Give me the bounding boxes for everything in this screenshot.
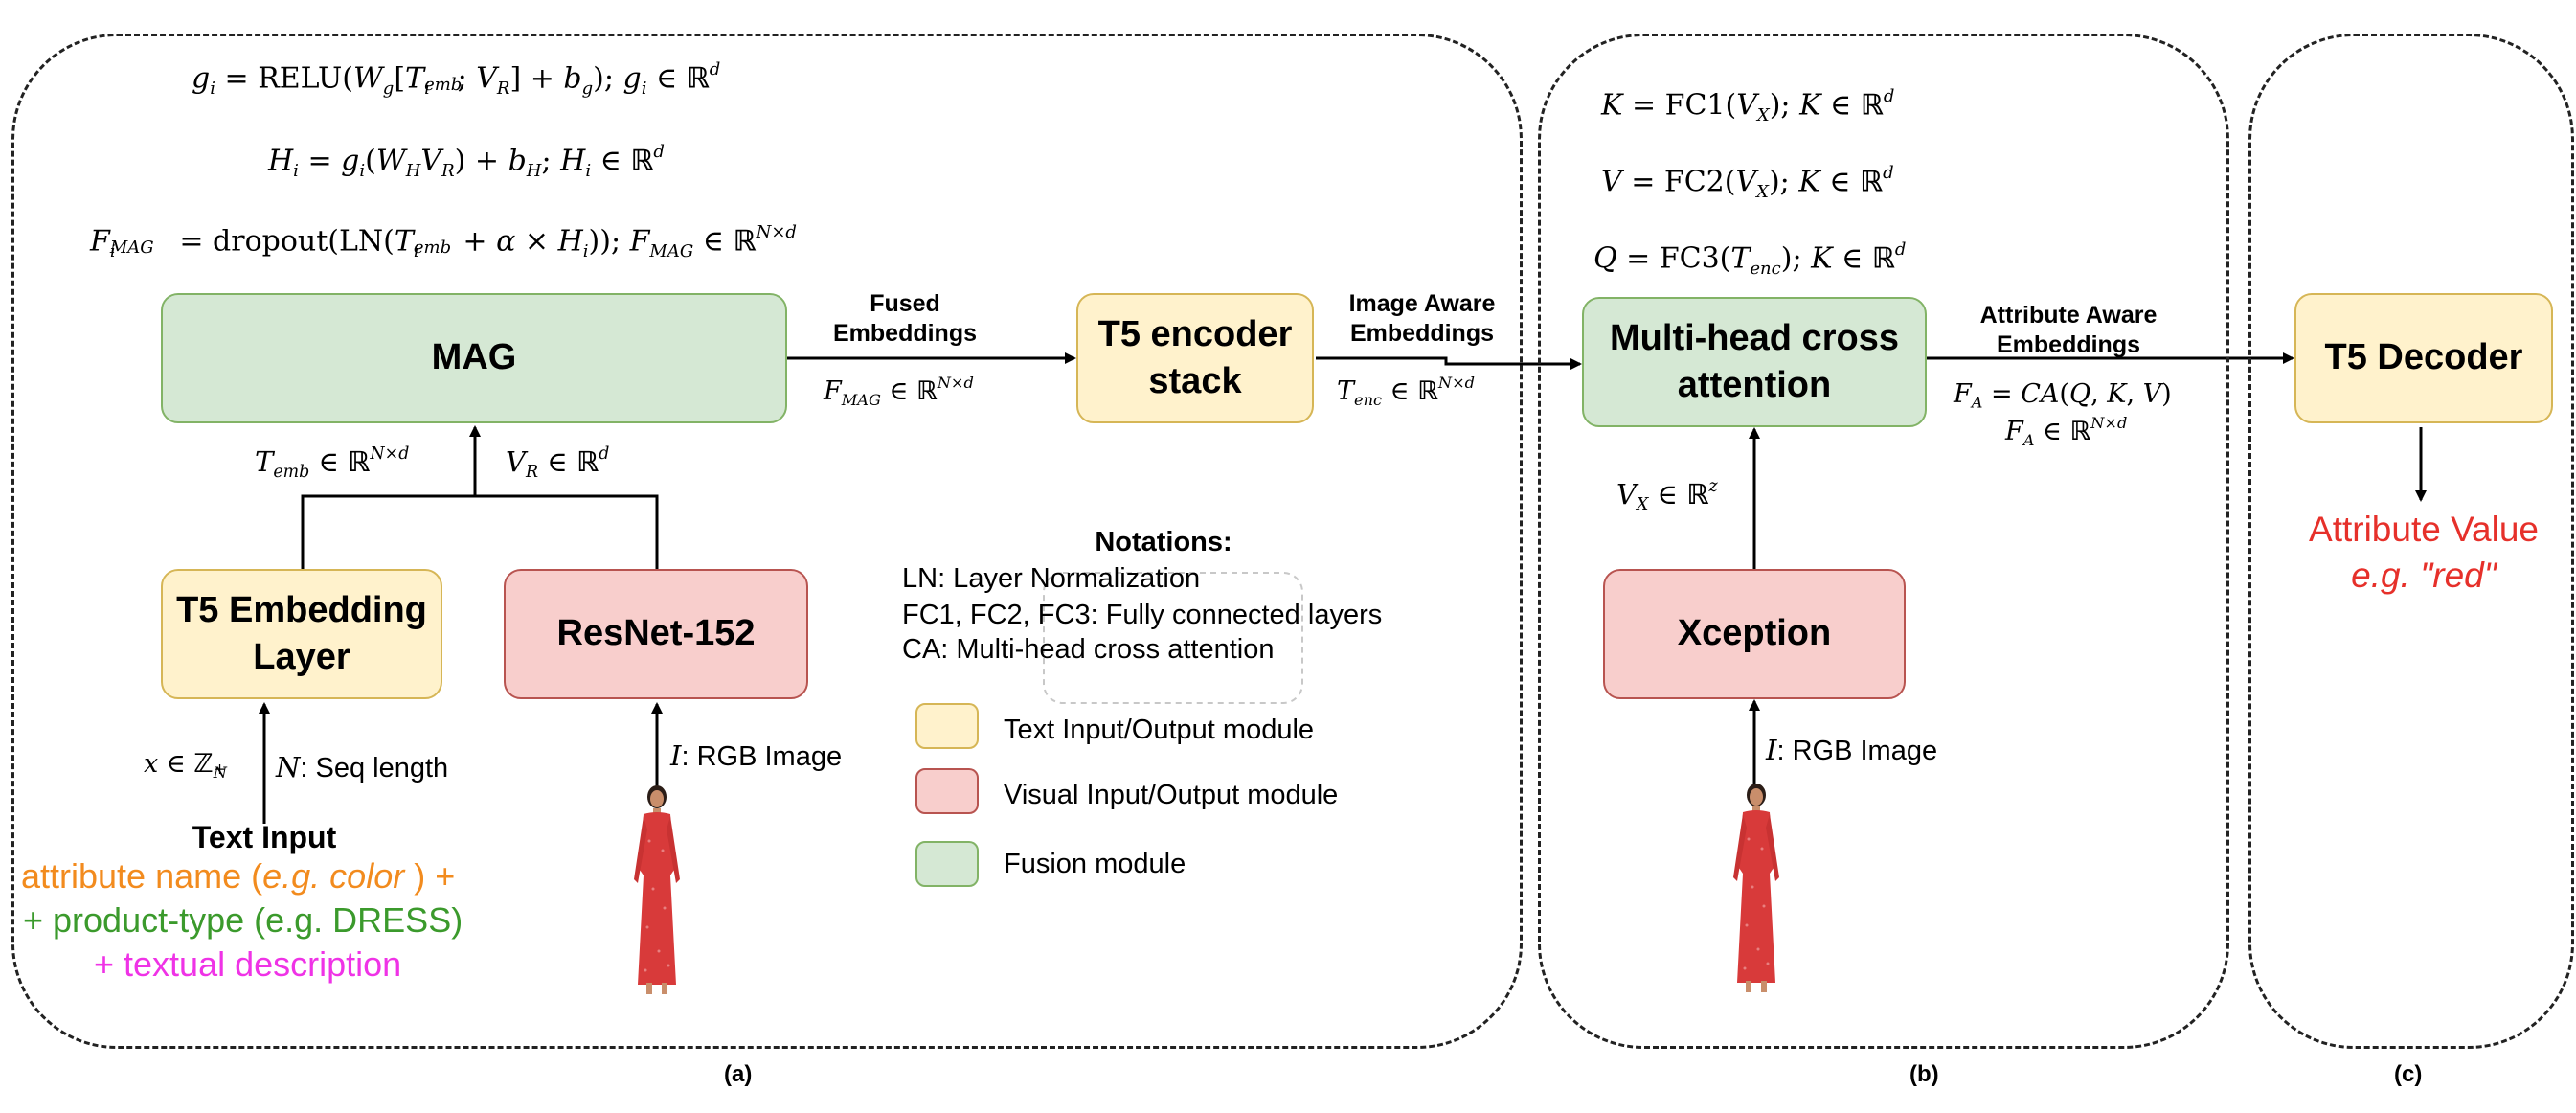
f-a-equation: FA = CA(Q, K, V) <box>1954 379 2172 412</box>
xception-box: Xception <box>1603 569 1906 699</box>
v-r-dim: VR ∈ ℝd <box>506 444 610 483</box>
equation-q: Q = FC3(Tenc); K ∈ ℝd <box>1593 239 1907 279</box>
attr-name-a: attribute name ( <box>21 856 263 896</box>
resnet-box: ResNet-152 <box>504 569 808 699</box>
rgb-image-label-b: I: RGB Image <box>1766 734 1938 766</box>
attr-name-italic: e.g. color <box>262 856 405 896</box>
cross-attention-box: Multi-head cross attention <box>1582 297 1927 427</box>
t5-embedding-label-1: T5 Embedding <box>176 589 427 630</box>
arrow-encoder-to-attention <box>1316 356 1582 370</box>
t5-decoder-label: T5 Decoder <box>2324 337 2523 378</box>
notation-ghost-box <box>1043 572 1303 704</box>
mag-box: MAG <box>161 293 787 423</box>
fused-label-line1: Fused <box>870 290 940 317</box>
cross-attention-label-2: attention <box>1677 365 1832 405</box>
f-a-dim: FA ∈ ℝN×d <box>2005 414 2128 449</box>
legend-label-visual-io: Visual Input/Output module <box>1004 780 1339 810</box>
legend-swatch-visual-io <box>915 768 979 814</box>
caption-b: (b) <box>1909 1061 1939 1087</box>
text-input-line3: + textual description <box>94 944 402 984</box>
t5-encoder-label-1: T5 encoder <box>1097 313 1293 354</box>
legend-label-fusion: Fusion module <box>1004 849 1186 879</box>
rgb-text-b: : RGB Image <box>1776 736 1938 766</box>
resnet-label: ResNet-152 <box>556 613 756 654</box>
notation-line-2: FC1, FC2, FC3: Fully connected layers <box>902 600 1383 630</box>
product-image-b <box>1733 784 1779 992</box>
t-emb-dim: Temb ∈ ℝN×d <box>255 444 410 483</box>
seq-length-label: N: Seq length <box>276 751 449 784</box>
text-input-line2: + product-type (e.g. DRESS) <box>23 900 463 940</box>
equation-h: Hi = gi(WHVR) + bH; Hi ∈ ℝd <box>268 142 665 181</box>
fused-label-line2: Embeddings <box>832 320 977 348</box>
v-x-dim: VX ∈ ℝz <box>1616 477 1718 515</box>
legend-swatch-text-io <box>915 703 979 749</box>
caption-a: (a) <box>724 1061 753 1087</box>
attr-name-b: ) + <box>404 856 456 896</box>
rgb-text-a: : RGB Image <box>681 741 843 772</box>
image-aware-embeddings-label: Image Aware Embeddings <box>1331 289 1513 350</box>
notation-line-3: CA: Multi-head cross attention <box>902 634 1275 665</box>
product-image-a <box>634 785 680 994</box>
connector-embedding <box>301 494 475 569</box>
cross-attention-label-1: Multi-head cross <box>1610 317 1899 358</box>
output-example: e.g. "red" <box>2351 556 2497 595</box>
t5-embedding-box: T5 Embedding Layer <box>161 569 442 699</box>
panel-a <box>11 34 1523 1049</box>
rgb-image-label-a: I: RGB Image <box>670 739 843 772</box>
fused-embeddings-label: Fused Embeddings <box>814 289 996 350</box>
image-aware-line1: Image Aware <box>1348 290 1496 317</box>
t5-encoder-label-2: stack <box>1148 361 1242 401</box>
attribute-aware-embeddings-label: Attribute Aware Embeddings <box>1954 301 2183 361</box>
attribute-aware-line2: Embeddings <box>1996 331 2140 359</box>
seq-length-text: : Seq length <box>300 753 449 784</box>
t-enc-dim: Tenc ∈ ℝN×d <box>1337 374 1476 409</box>
equation-k: K = FC1(VX); K ∈ ℝd <box>1601 86 1895 125</box>
image-aware-line2: Embeddings <box>1349 320 1494 348</box>
t5-encoder-box: T5 encoder stack <box>1076 293 1314 423</box>
panel-b <box>1538 34 2229 1049</box>
legend-label-text-io: Text Input/Output module <box>1004 715 1315 745</box>
xception-label: Xception <box>1677 613 1832 654</box>
output-title: Attribute Value <box>2309 510 2539 549</box>
notations-title: Notations: <box>1095 527 1232 557</box>
attribute-aware-line1: Attribute Aware <box>1979 302 2158 329</box>
legend-swatch-fusion <box>915 841 979 887</box>
mag-label: MAG <box>431 337 517 378</box>
f-mag-dim: FMAG ∈ ℝN×d <box>824 374 974 409</box>
text-input-title: Text Input <box>192 820 337 854</box>
t5-embedding-label-2: Layer <box>253 637 350 677</box>
notation-line-1: LN: Layer Normalization <box>902 563 1201 594</box>
connector-resnet <box>475 494 659 569</box>
text-input-line1: attribute name (e.g. color ) + <box>21 856 455 897</box>
t5-decoder-box: T5 Decoder <box>2294 293 2553 423</box>
panel-c <box>2248 34 2574 1049</box>
equation-v: V = FC2(VX); K ∈ ℝd <box>1601 163 1894 202</box>
caption-c: (c) <box>2394 1061 2423 1087</box>
